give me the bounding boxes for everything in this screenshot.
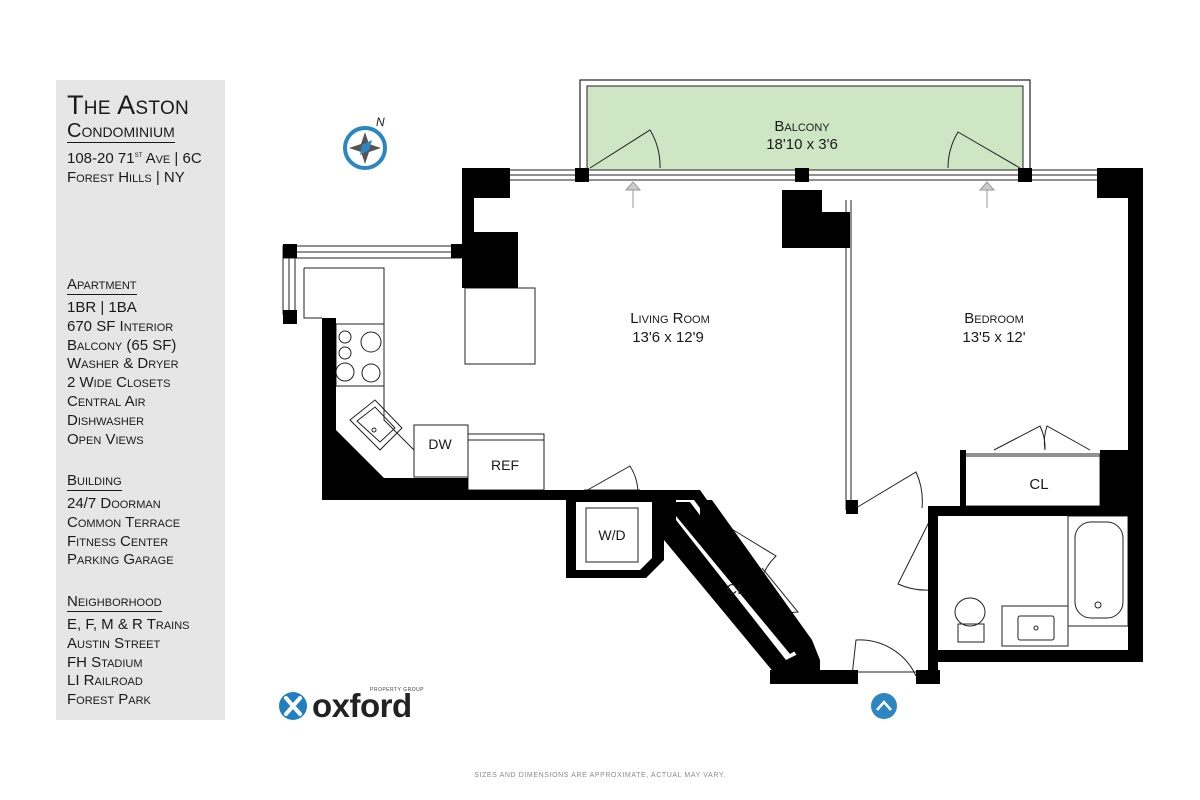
balcony-name: Balcony — [774, 118, 830, 135]
living-room-dims: 13'6 x 12'9 — [632, 329, 704, 346]
section-heading: Building — [67, 472, 122, 491]
bedroom-name: Bedroom — [964, 310, 1024, 327]
logo-tagline: PROPERTY GROUP — [370, 687, 425, 693]
balcony — [579, 79, 1031, 173]
building-name: The Aston — [67, 90, 190, 120]
logo-wordmark: oxford — [312, 687, 412, 724]
section-heading: Apartment — [67, 276, 137, 295]
hall-closet-label: CL — [726, 581, 745, 598]
bedroom-closet-label: CL — [1029, 476, 1048, 493]
oxford-logo: PROPERTY GROUP oxford — [278, 687, 438, 724]
list-item: Forest Park — [67, 691, 151, 709]
list-item: Balcony (65 SF) — [67, 336, 177, 354]
address-line-1: 108-20 71st Ave | 6C — [67, 150, 202, 167]
list-item: Fitness Center — [67, 532, 169, 550]
compass-north-label: N — [376, 115, 385, 129]
building-type: Condominium — [67, 120, 175, 143]
entry-arrow-icon — [871, 693, 897, 719]
section-heading: Neighborhood — [67, 593, 162, 612]
refrigerator-label: REF — [491, 457, 519, 473]
list-item: E, F, M & R Trains — [67, 616, 190, 633]
list-item: 1BR | 1BA — [67, 299, 137, 316]
section-neighborhood: Neighborhood E, F, M & R Trains Austin S… — [67, 593, 190, 710]
washer-dryer-label: W/D — [598, 527, 625, 543]
bedroom-dims: 13'5 x 12' — [962, 329, 1025, 346]
address-line-2: Forest Hills | NY — [67, 169, 185, 186]
living-room-name: Living Room — [630, 310, 710, 327]
balcony-dims: 18'10 x 3'6 — [766, 136, 838, 153]
interior-lines — [282, 169, 1129, 677]
oxford-x-mark-icon — [279, 692, 307, 720]
disclaimer-note: SIZES AND DIMENSIONS ARE APPROXIMATE, AC… — [474, 772, 726, 779]
list-item: Common Terrace — [67, 513, 181, 531]
list-item: LI Railroad — [67, 672, 143, 690]
section-building: Building 24/7 Doorman Common Terrace Fit… — [67, 472, 180, 570]
list-item: Open Views — [67, 430, 144, 448]
list-item: Parking Garage — [67, 551, 174, 569]
listing-sidebar: The Aston Condominium 108-20 71st Ave | … — [56, 80, 225, 720]
dishwasher-label: DW — [428, 436, 452, 452]
list-item: 2 Wide Closets — [67, 374, 171, 392]
list-item: 670 SF Interior — [67, 317, 174, 335]
list-item: Washer & Dryer — [67, 355, 179, 373]
walls — [283, 168, 1143, 684]
list-item: Austin Street — [67, 634, 161, 652]
list-item: 24/7 Doorman — [67, 495, 161, 512]
list-item: Dishwasher — [67, 411, 145, 429]
section-apartment: Apartment 1BR | 1BA 670 SF Interior Balc… — [67, 276, 179, 449]
list-item: Central Air — [67, 392, 146, 410]
list-item: FH Stadium — [67, 653, 143, 671]
compass-rose-icon: N — [343, 115, 387, 170]
room-labels: Balcony 18'10 x 3'6 Living Room 13'6 x 1… — [428, 118, 1048, 598]
